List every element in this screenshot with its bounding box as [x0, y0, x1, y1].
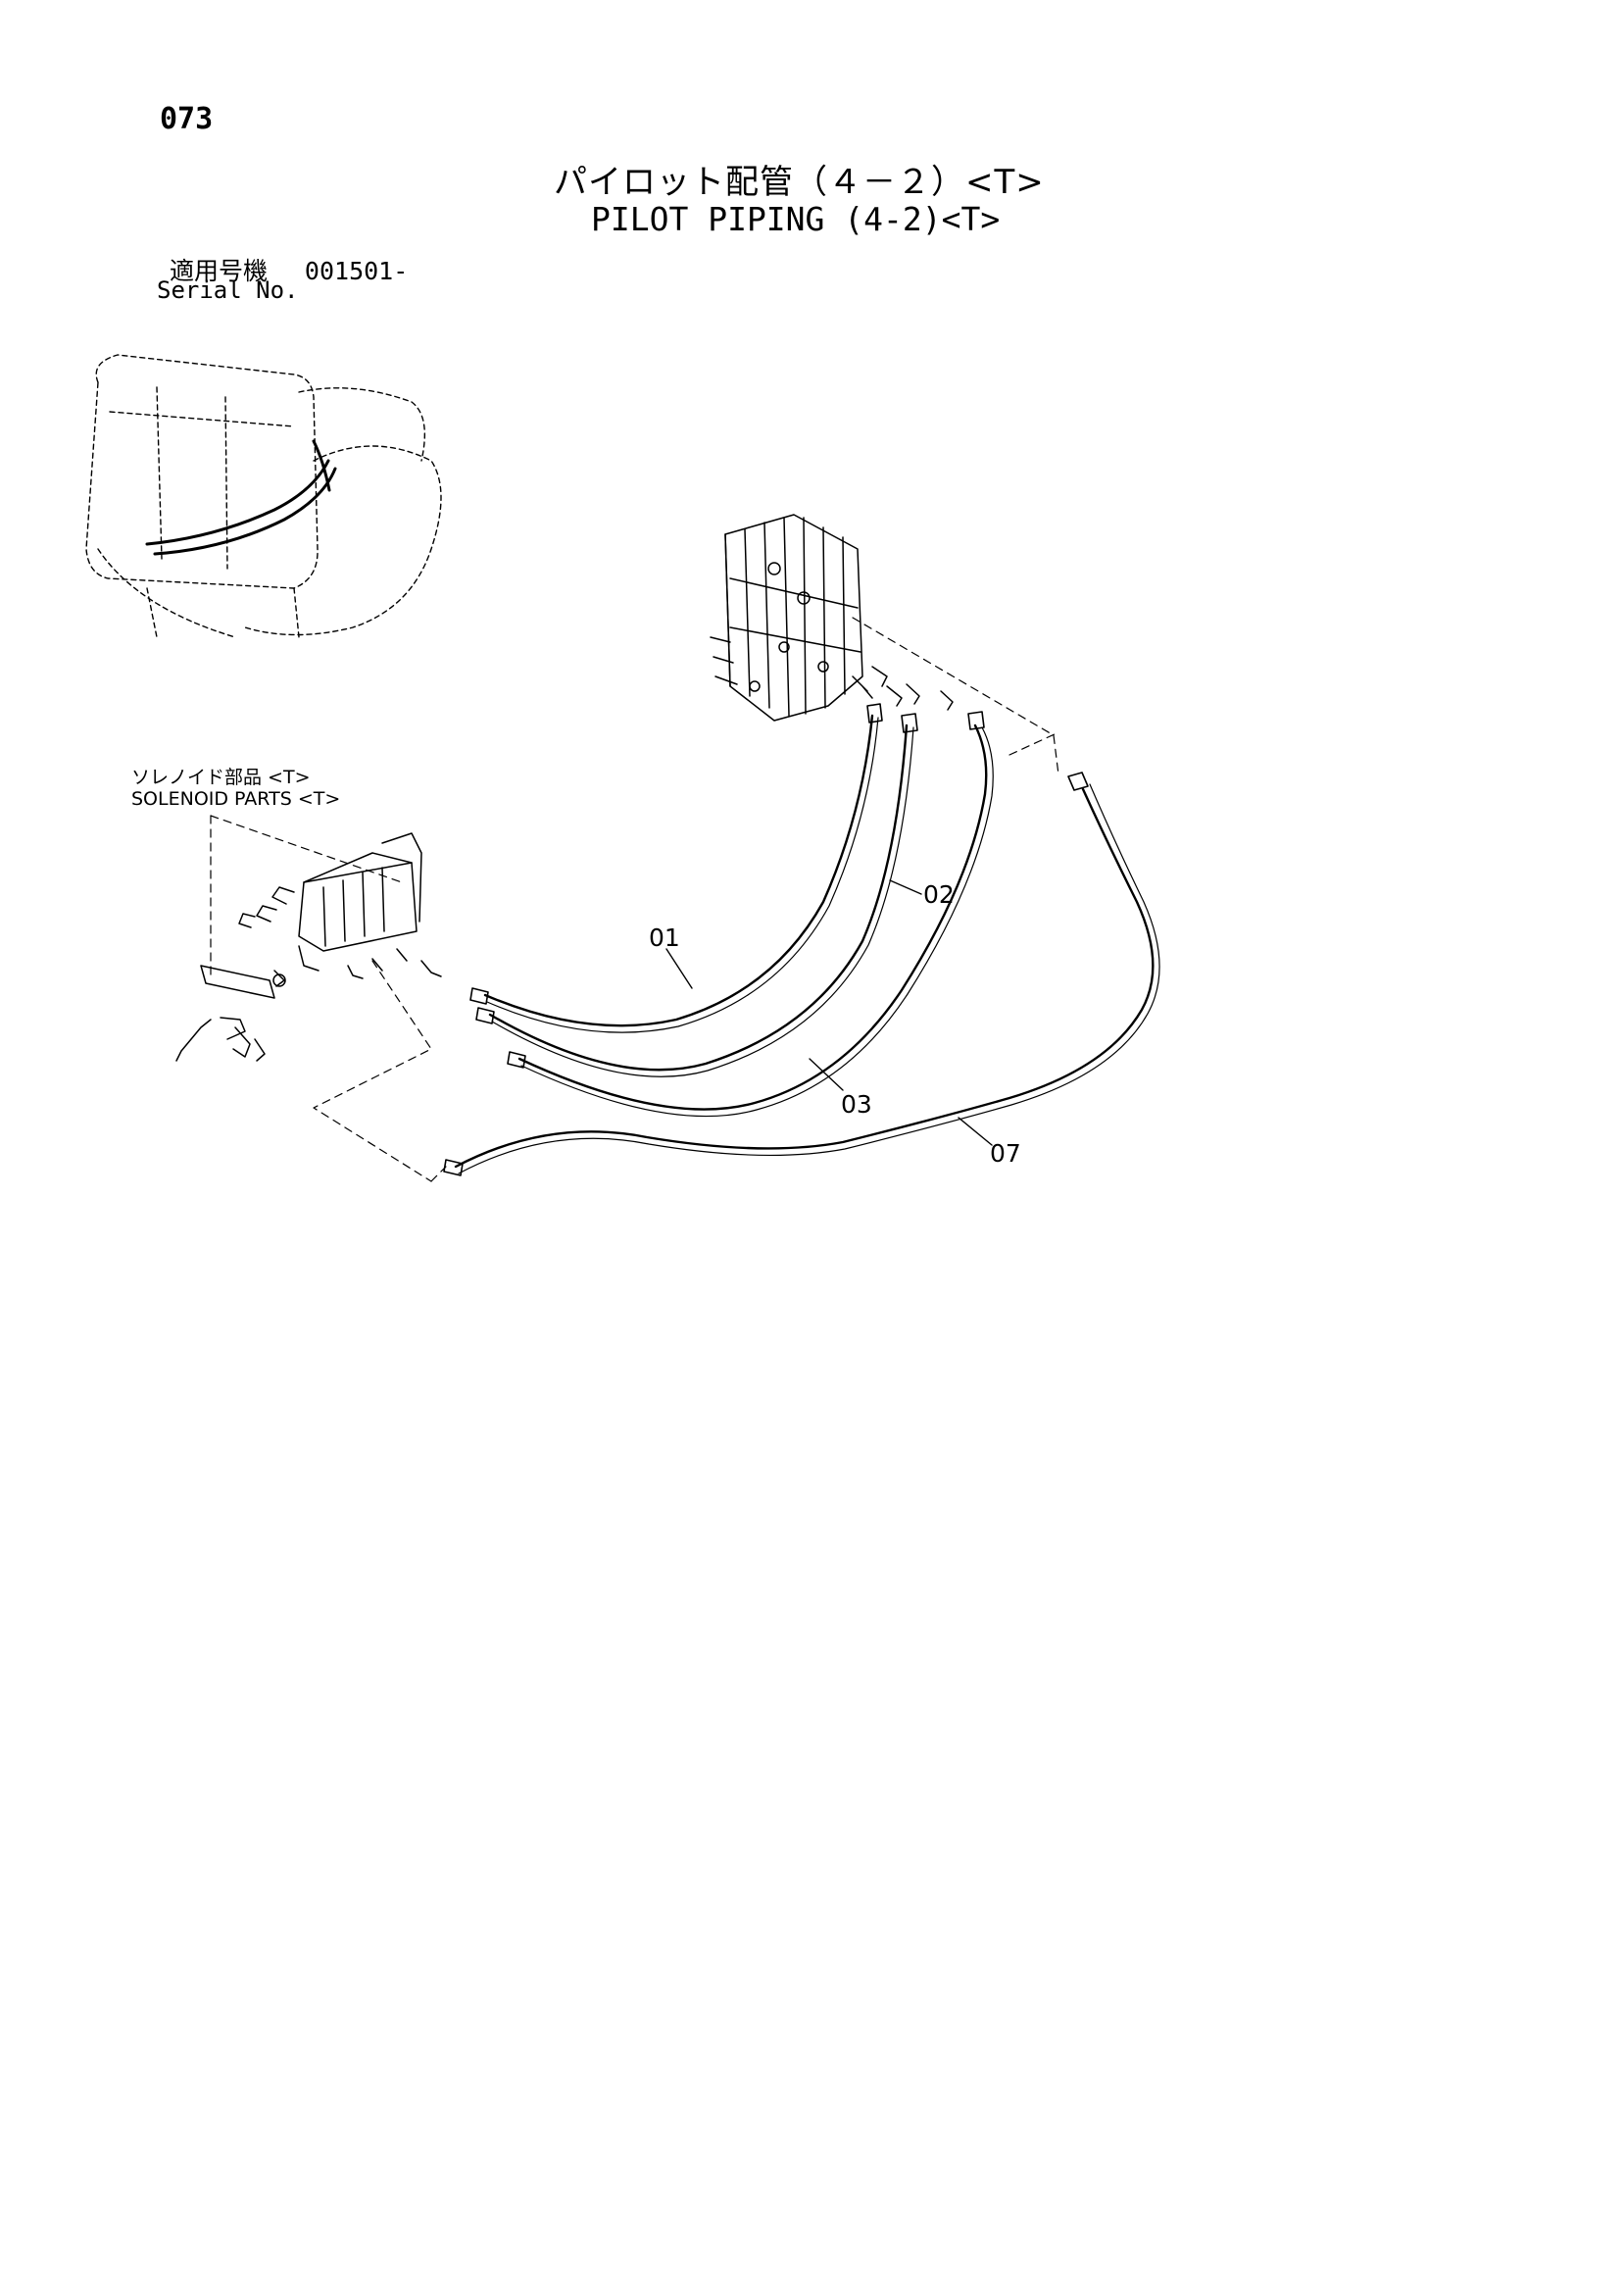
serial-number-value: 001501- [304, 257, 409, 285]
solenoid-callout-english: SOLENOID PARTS <T> [131, 788, 341, 810]
bracket-and-fittings [176, 966, 285, 1061]
hose-07-inner [459, 784, 1159, 1173]
excavator-cab-overview [86, 355, 441, 637]
hose-07 [456, 789, 1153, 1167]
part-label-02: 02 [923, 880, 955, 909]
hose-02 [490, 725, 907, 1070]
control-valve-assembly [711, 515, 953, 721]
part-label-03: 03 [841, 1090, 872, 1119]
part-label-07: 07 [990, 1139, 1021, 1168]
hose-03 [519, 725, 986, 1110]
hose-01 [485, 716, 872, 1025]
serial-label-ja-text: 適用号機 [170, 257, 269, 285]
serial-label-english: Serial No. [157, 276, 299, 304]
solenoid-valve-assembly [239, 833, 441, 986]
part-label-leaders [666, 880, 992, 1145]
hose-end-fittings [444, 704, 1088, 1175]
serial-label-japanese: 適用号機 001501- [170, 252, 408, 287]
page-number: 073 [160, 102, 214, 136]
title-english: PILOT PIPING (4-2)<T> [591, 200, 1001, 238]
solenoid-callout-japanese: ソレノイド部品 <T> [131, 767, 311, 788]
hose-03-inner [521, 727, 993, 1117]
title-japanese: パイロット配管（４－２）<T> [554, 163, 1045, 202]
part-label-01: 01 [649, 923, 680, 952]
leader-lines [211, 618, 1058, 1181]
cab-hoses [147, 441, 335, 554]
hose-02-inner [492, 727, 913, 1076]
hose-01-inner [487, 718, 878, 1032]
